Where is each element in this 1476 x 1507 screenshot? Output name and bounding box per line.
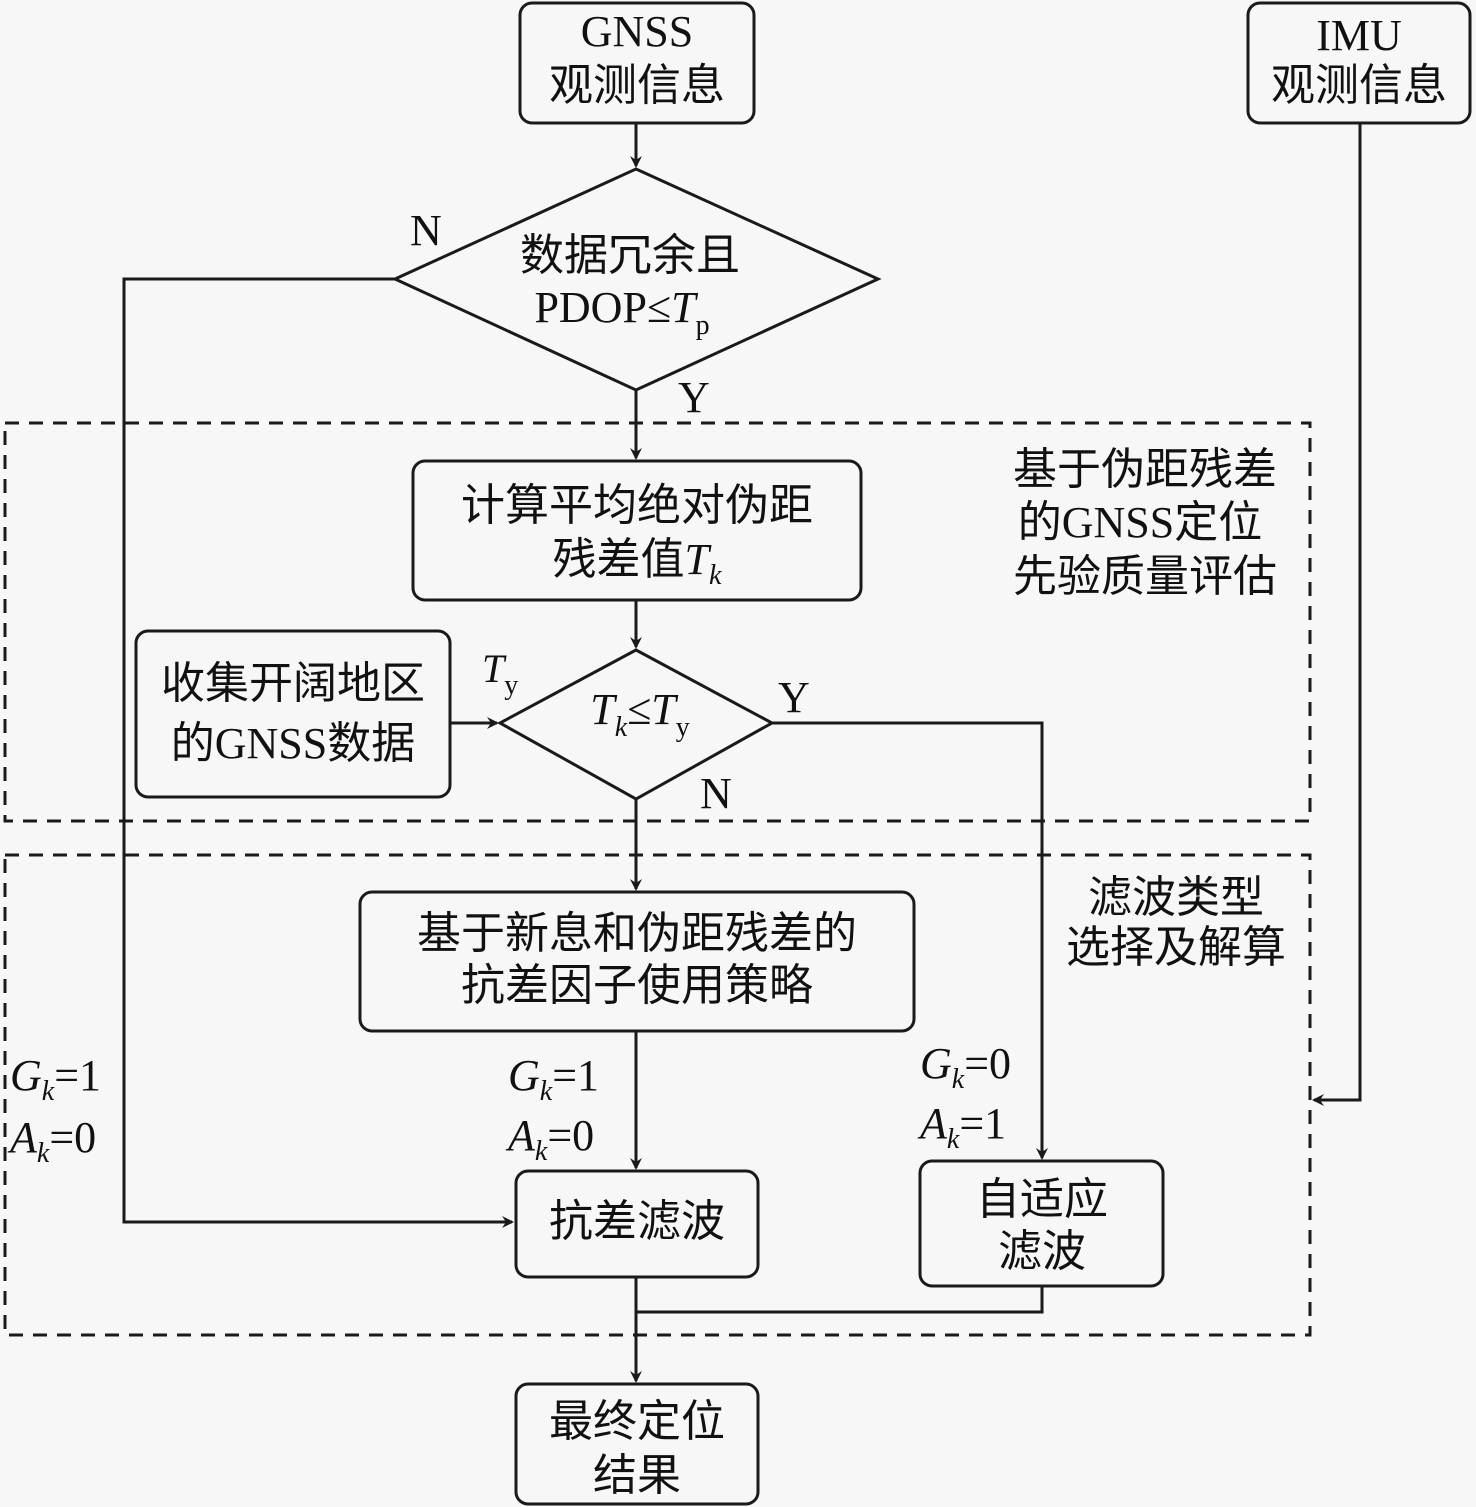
svg-text:先验质量评估: 先验质量评估 [1013,552,1277,601]
svg-text:的GNSS定位: 的GNSS定位 [1018,498,1263,547]
svg-text:Ak=0: Ak=0 [505,1111,594,1167]
node-adaptive-filter: 自适应 滤波 [918,1159,1165,1288]
node-imu-observation: IMU 观测信息 [1246,1,1472,125]
svg-text:数据冗余且: 数据冗余且 [520,231,740,280]
svg-text:的GNSS数据: 的GNSS数据 [171,719,416,768]
svg-text:滤波: 滤波 [998,1227,1086,1276]
svg-text:选择及解算: 选择及解算 [1066,923,1286,972]
svg-text:Gk=0: Gk=0 [920,1039,1011,1095]
arrow-imu-to-filter-region [1312,123,1362,1106]
svg-text:Gk=1: Gk=1 [10,1051,101,1107]
svg-text:Tk≤Ty: Tk≤Ty [590,685,690,743]
arrow-decision2-yes-to-adaptive [772,721,1048,1160]
decision-residual-threshold: Tk≤Ty [496,648,776,801]
svg-text:最终定位: 最终定位 [549,1397,725,1446]
node-final-positioning-result: 最终定位 结果 [514,1382,760,1506]
decision2-no-label: N [700,769,732,818]
svg-text:GNSS: GNSS [581,7,694,56]
node-gnss-observation: GNSS 观测信息 [518,1,756,125]
svg-text:观测信息: 观测信息 [1271,61,1447,110]
decision1-yes-label: Y [678,373,710,422]
arrow-decision1-no-to-robust [122,277,514,1228]
svg-text:收集开阔地区: 收集开阔地区 [161,659,425,708]
svg-text:残差值Tk: 残差值Tk [553,535,722,591]
svg-text:Ak=1: Ak=1 [917,1099,1006,1155]
node-robust-factor-strategy: 基于新息和伪距残差的 抗差因子使用策略 [358,890,916,1033]
connectors [122,123,1362,1383]
svg-text:抗差因子使用策略: 抗差因子使用策略 [461,961,813,1010]
svg-text:Ak=0: Ak=0 [7,1113,96,1169]
svg-text:IMU: IMU [1316,11,1402,60]
node-collect-open-area-data: 收集开阔地区 的GNSS数据 [134,629,452,799]
region-filter-selection [3,853,1312,1337]
line-adaptive-merge [636,1286,1044,1314]
region-filter-selection-label: 滤波类型 选择及解算 [1066,873,1286,972]
decision-data-redundancy-pdop: 数据冗余且 PDOP≤Tp [391,167,882,392]
decision2-yes-label: Y [778,673,810,722]
decision1-no-label: N [410,206,442,255]
node-calc-mean-residual: 计算平均绝对伪距 残差值Tk [411,459,863,602]
svg-text:基于新息和伪距残差的: 基于新息和伪距残差的 [417,909,857,958]
svg-text:基于伪距残差: 基于伪距残差 [1013,445,1277,494]
left-branch-label: Gk=1 Ak=0 [7,1051,101,1169]
svg-text:结果: 结果 [593,1451,681,1500]
svg-text:滤波类型: 滤波类型 [1088,873,1264,922]
right-branch-label: Gk=0 Ak=1 [917,1039,1011,1155]
svg-text:计算平均绝对伪距: 计算平均绝对伪距 [461,481,813,530]
svg-text:PDOP≤Tp: PDOP≤Tp [534,283,709,341]
ty-threshold-label: Ty [482,646,518,701]
svg-text:观测信息: 观测信息 [549,61,725,110]
region-quality-assessment [3,421,1312,823]
region-quality-assessment-label: 基于伪距残差 的GNSS定位 先验质量评估 [1013,445,1277,601]
svg-text:抗差滤波: 抗差滤波 [549,1197,725,1246]
svg-text:Gk=1: Gk=1 [508,1051,599,1107]
node-robust-filter: 抗差滤波 [514,1169,760,1279]
middle-branch-label: Gk=1 Ak=0 [505,1051,599,1167]
svg-text:自适应: 自适应 [976,1175,1108,1224]
